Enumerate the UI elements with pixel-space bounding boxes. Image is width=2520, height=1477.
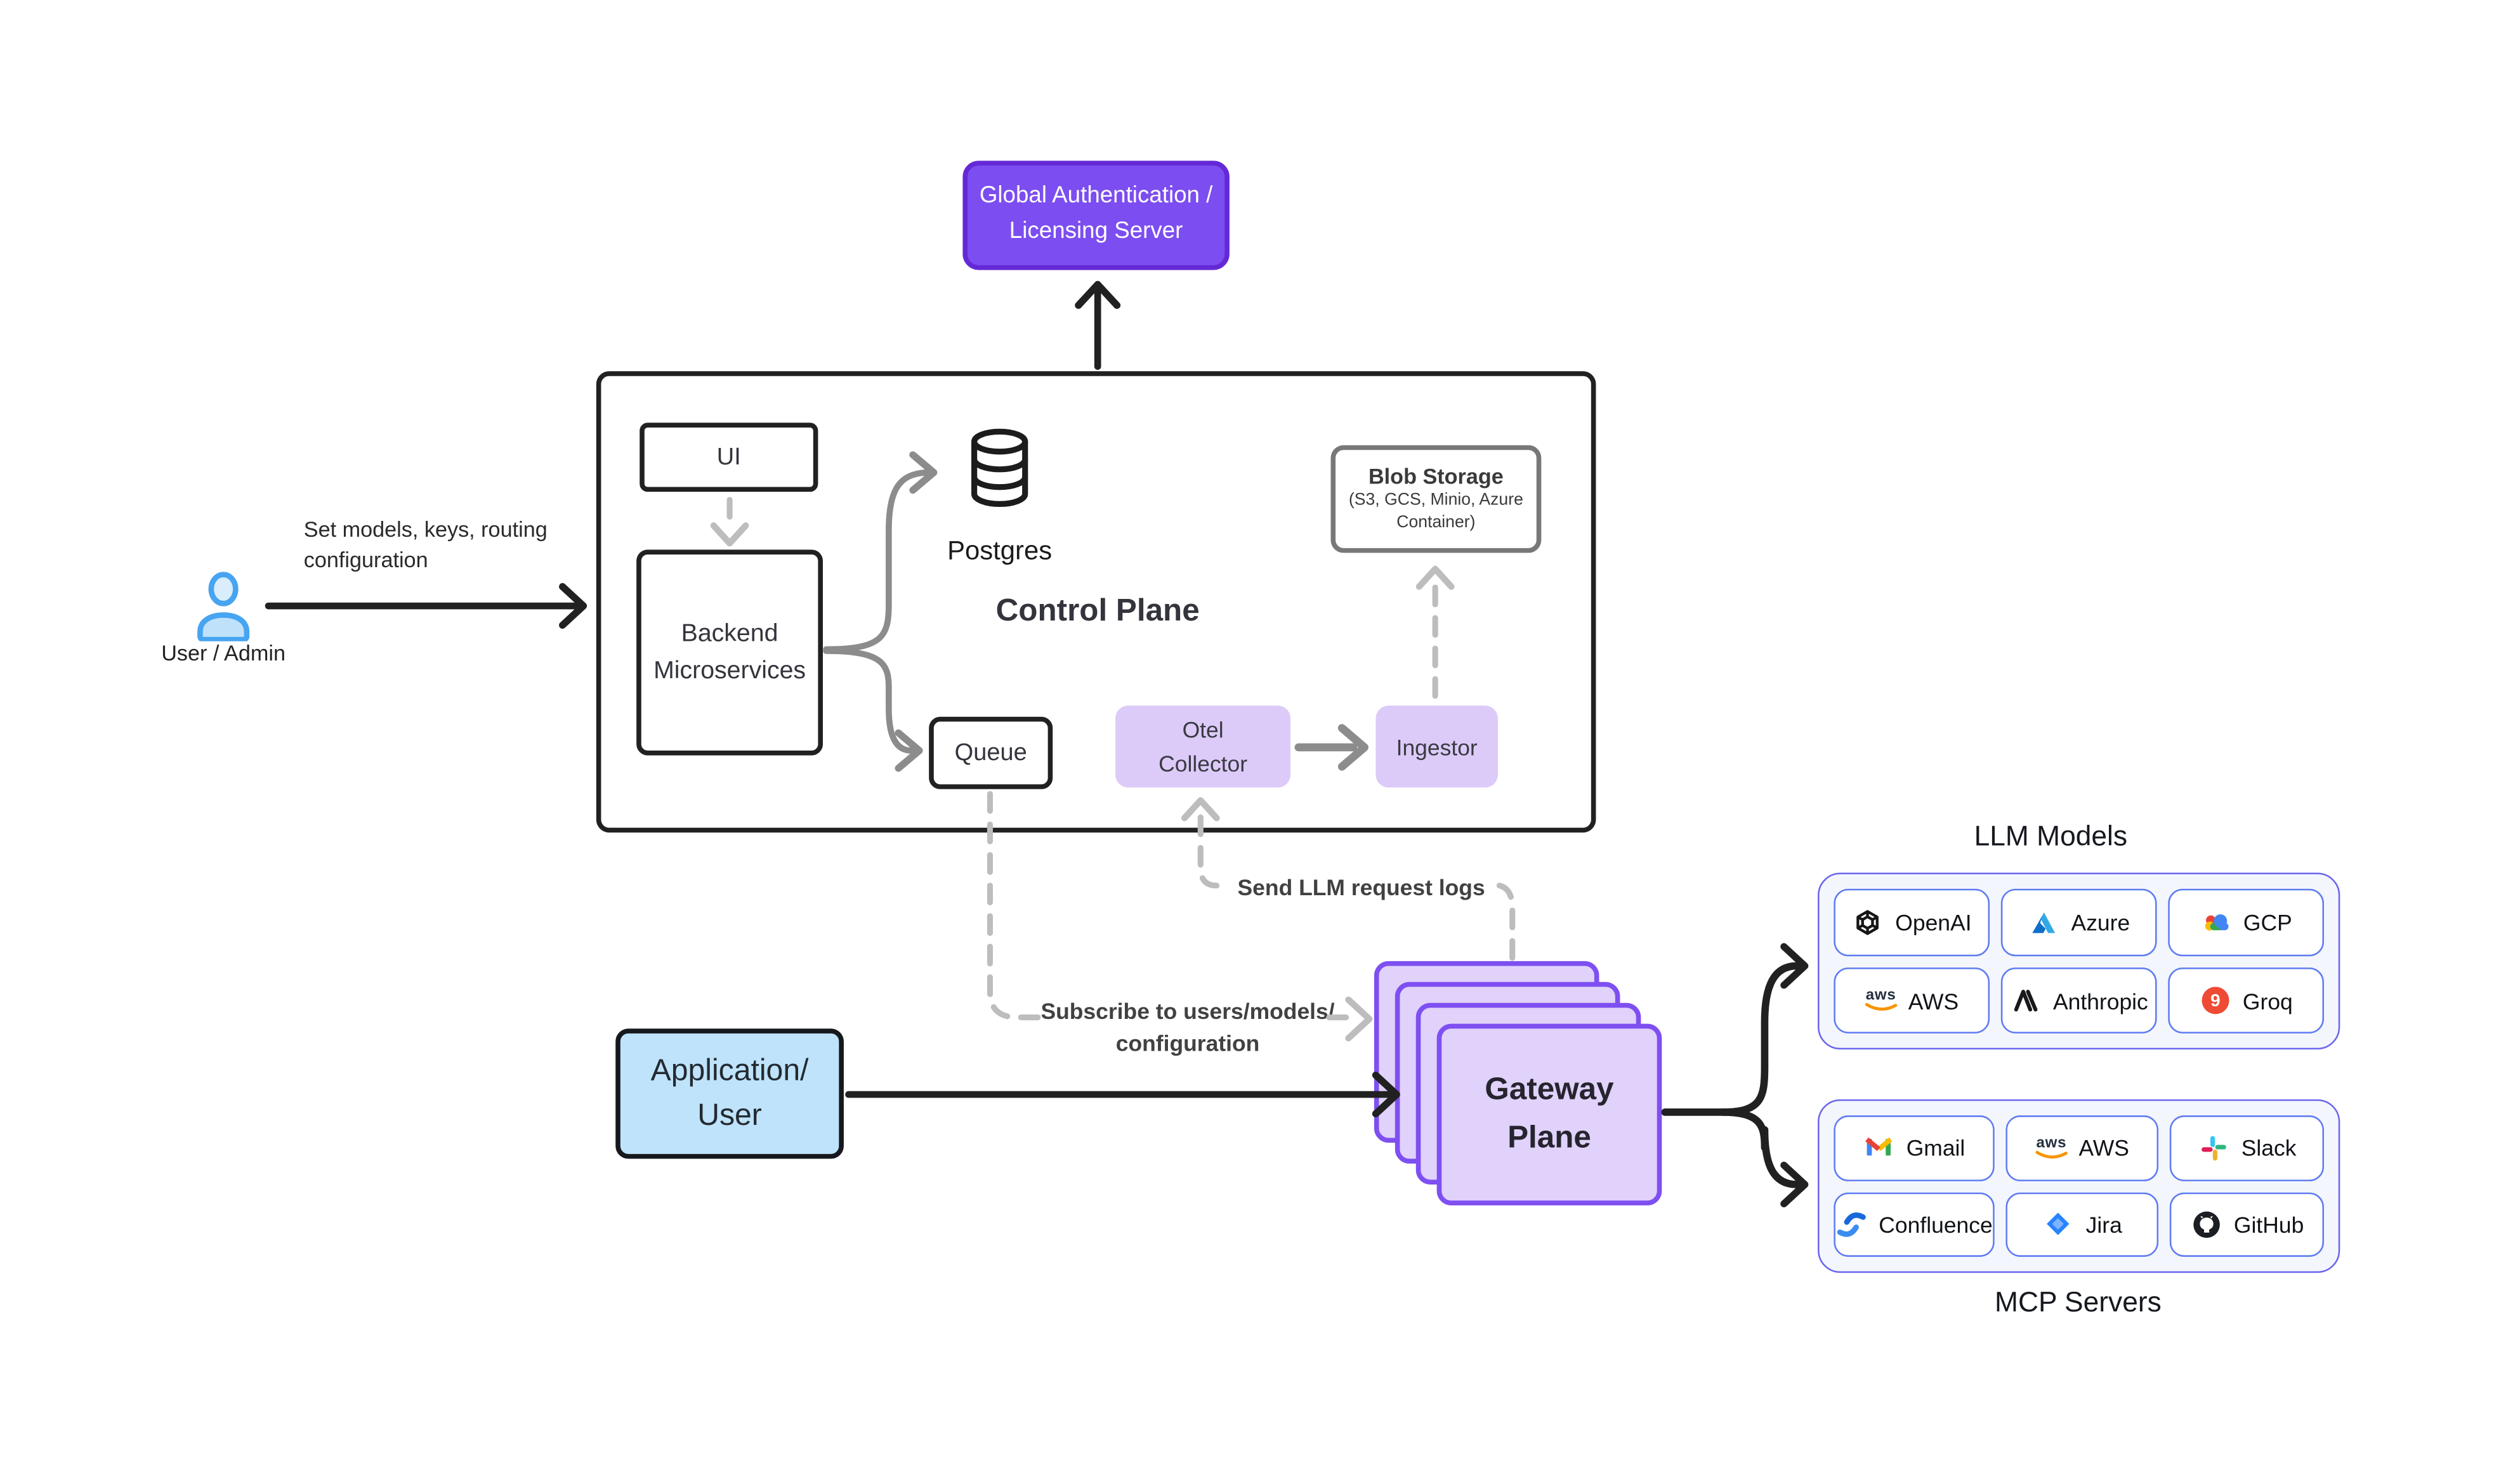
queue-box: Queue — [929, 716, 1053, 789]
application-user-box: Application/ User — [615, 1028, 844, 1159]
gcp-icon — [2200, 908, 2233, 937]
gateway-plane-box: Gateway Plane — [1436, 1023, 1662, 1205]
jira-icon — [2042, 1211, 2075, 1238]
otel-collector-box: Otel Collector — [1115, 706, 1291, 788]
mcp-chip-confluence: Confluence — [1834, 1191, 1995, 1257]
subscribe-edge-label: Subscribe to users/models/ configuration — [1040, 998, 1335, 1056]
llm-chip-aws: aws AWS — [1834, 967, 1990, 1034]
llm-chip-label: GCP — [2243, 909, 2292, 936]
mcp-chip-label: Jira — [2085, 1211, 2122, 1237]
mcp-chip-slack: Slack — [2170, 1115, 2325, 1181]
llm-models-title: LLM Models — [1974, 819, 2128, 852]
llm-chip-anthropic: Anthropic — [2000, 967, 2157, 1034]
confluence-icon — [1835, 1210, 1868, 1239]
llm-chip-gcp: GCP — [2168, 888, 2325, 957]
mcp-chip-label: Slack — [2241, 1135, 2297, 1161]
user-admin-icon — [190, 570, 257, 641]
send-llm-logs-edge-label: Send LLM request logs — [1237, 874, 1485, 900]
llm-chip-azure: Azure — [2000, 888, 2157, 957]
blob-storage-box: Blob Storage (S3, GCS, Minio, Azure Cont… — [1330, 445, 1542, 553]
anthropic-icon — [2010, 987, 2042, 1014]
user-admin-label: User / Admin — [161, 641, 285, 666]
blob-storage-title: Blob Storage — [1368, 464, 1504, 489]
mcp-servers-title: MCP Servers — [1995, 1285, 2162, 1318]
global-auth-server-box: Global Authentication / Licensing Server — [962, 161, 1230, 270]
control-plane-title: Control Plane — [995, 593, 1200, 629]
llm-chip-openai: OpenAI — [1834, 888, 1990, 957]
postgres-database-icon — [962, 426, 1037, 516]
arrowhead-right-llm — [1780, 943, 1809, 989]
aws-icon: aws — [1865, 988, 1897, 1013]
edge-gateway-to-llm — [1719, 962, 1801, 1116]
aws-icon: aws — [2035, 1136, 2068, 1160]
llm-chip-label: Anthropic — [2052, 987, 2148, 1014]
set-models-edge-label: Set models, keys, routing configuration — [303, 517, 548, 573]
edge-gateway-to-mcp — [1719, 1108, 1801, 1188]
backend-microservices-box: Backend Microservices — [636, 549, 823, 756]
blob-storage-subtitle: (S3, GCS, Minio, Azure Container) — [1348, 490, 1523, 532]
groq-icon: 9 — [2200, 987, 2232, 1014]
postgres-label: Postgres — [947, 537, 1053, 566]
llm-chip-label: Azure — [2071, 909, 2130, 936]
llm-chip-groq: 9 Groq — [2168, 967, 2325, 1034]
github-icon — [2191, 1210, 2223, 1239]
llm-chip-label: OpenAI — [1895, 909, 1972, 936]
gmail-icon — [1863, 1134, 1895, 1163]
llm-models-group: OpenAI Azure GCP aws AWS Anthropic 9 Groq — [1818, 872, 2340, 1050]
slack-icon — [2198, 1134, 2230, 1162]
mcp-chip-label: Confluence — [1879, 1211, 1993, 1237]
arrowhead-right-gateway-subscribe — [1345, 996, 1373, 1042]
mcp-chip-label: Gmail — [1906, 1135, 1965, 1161]
arrowhead-up-auth — [1075, 280, 1121, 309]
mcp-chip-label: GitHub — [2233, 1211, 2304, 1237]
arrowhead-right-control — [559, 583, 587, 629]
openai-icon — [1852, 908, 1884, 937]
mcp-chip-aws: aws AWS — [2005, 1115, 2160, 1181]
mcp-chip-github: GitHub — [2170, 1191, 2325, 1257]
mcp-chip-jira: Jira — [2005, 1191, 2160, 1257]
mcp-chip-label: AWS — [2078, 1135, 2129, 1161]
ui-box: UI — [640, 423, 818, 492]
llm-chip-label: Groq — [2242, 987, 2293, 1014]
mcp-chip-gmail: Gmail — [1834, 1115, 1995, 1181]
arrowhead-right-mcp — [1780, 1161, 1809, 1207]
llm-chip-label: AWS — [1908, 987, 1959, 1014]
ingestor-box: Ingestor — [1375, 706, 1498, 788]
azure-icon — [2028, 909, 2060, 936]
